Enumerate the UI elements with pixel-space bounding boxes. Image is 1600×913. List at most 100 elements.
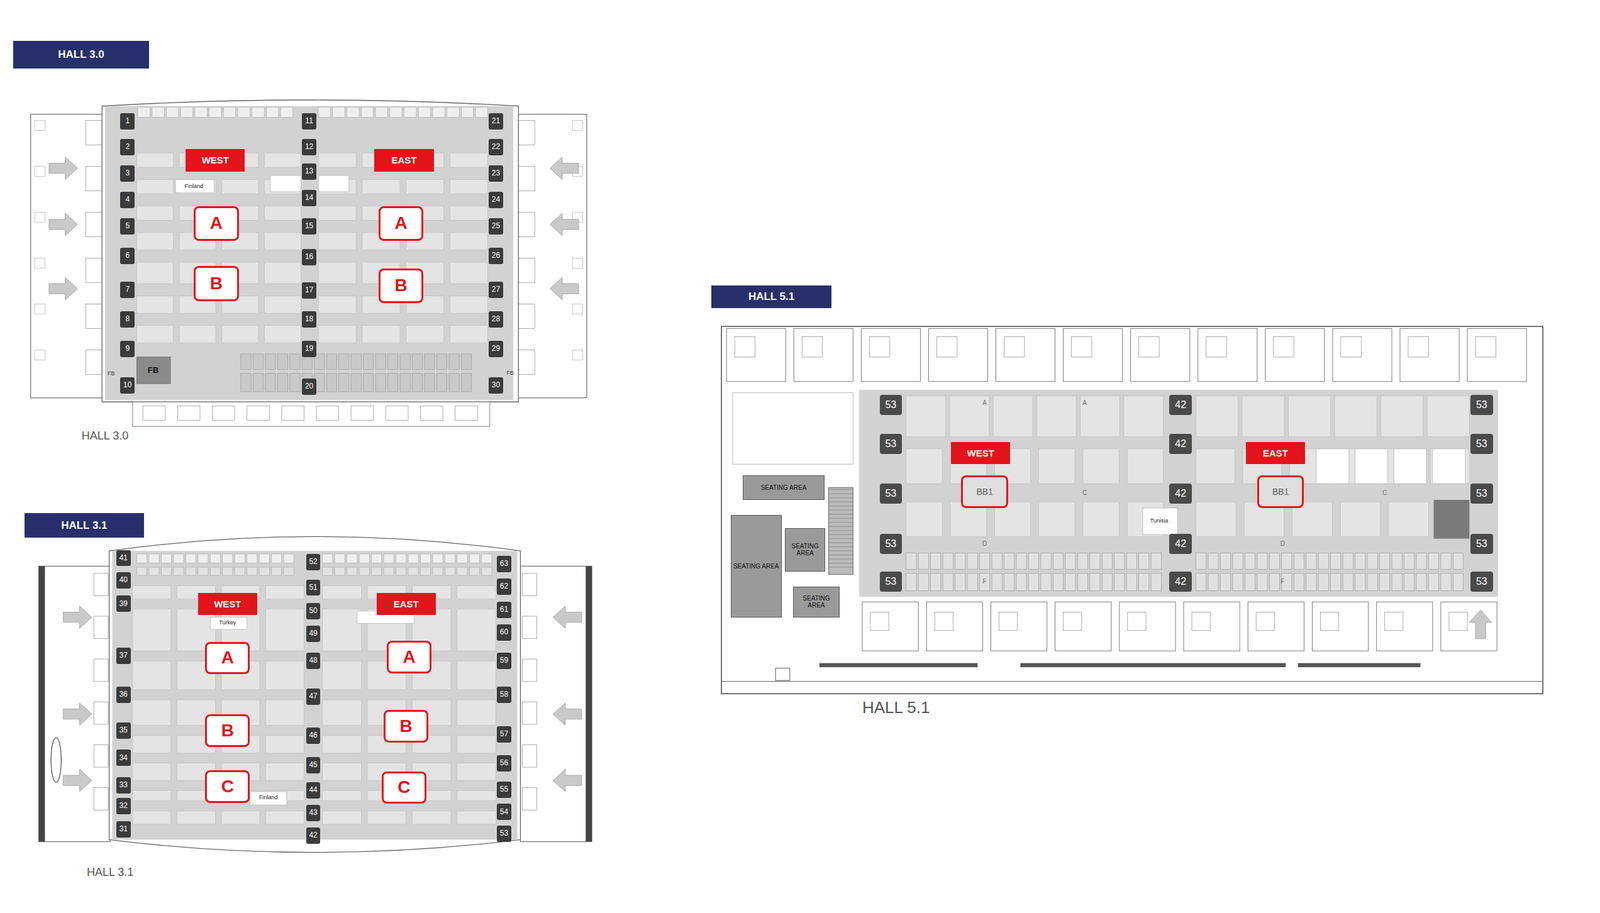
column-label: 53 bbox=[1476, 538, 1488, 550]
stand bbox=[1077, 573, 1088, 592]
stand bbox=[1269, 573, 1280, 592]
hall-floor bbox=[105, 106, 514, 400]
section-marker: A bbox=[386, 640, 432, 674]
service-room bbox=[990, 601, 1047, 651]
seating-label: SEATING AREA bbox=[786, 542, 824, 558]
service-wing bbox=[30, 114, 106, 399]
row-letter: F bbox=[1279, 577, 1286, 585]
service-room bbox=[1376, 601, 1433, 651]
column-number: 53 bbox=[1470, 533, 1494, 555]
column-number: 26 bbox=[488, 247, 504, 265]
column-label: 4 bbox=[125, 195, 130, 205]
service-wing bbox=[38, 566, 111, 842]
stand-block bbox=[450, 296, 489, 314]
pavilion-stand bbox=[1355, 449, 1389, 484]
stand bbox=[247, 567, 258, 576]
stand bbox=[991, 573, 1002, 592]
stand bbox=[979, 573, 990, 592]
service-room bbox=[455, 406, 478, 421]
stand bbox=[1244, 552, 1255, 570]
stand-block bbox=[457, 735, 497, 754]
escalator bbox=[828, 488, 853, 575]
stand-label: FB bbox=[146, 366, 160, 375]
stand bbox=[375, 106, 388, 117]
stand bbox=[334, 567, 345, 576]
zone-name: EAST bbox=[393, 598, 419, 610]
stand bbox=[449, 373, 460, 392]
column-label: 42 bbox=[1174, 538, 1187, 550]
stand bbox=[223, 106, 236, 117]
service-room bbox=[1127, 611, 1146, 631]
stand-block bbox=[318, 206, 356, 221]
pavilion-sign bbox=[1142, 508, 1178, 535]
column-label: 29 bbox=[491, 344, 500, 354]
column-number: 14 bbox=[301, 189, 317, 207]
service-room bbox=[1206, 336, 1227, 357]
stand bbox=[252, 373, 263, 392]
stand-block bbox=[266, 661, 305, 690]
escalator-step bbox=[828, 534, 853, 536]
stand bbox=[185, 554, 196, 564]
column-number: 50 bbox=[306, 603, 321, 620]
stand-block bbox=[1196, 501, 1237, 537]
stand bbox=[389, 106, 402, 117]
service-room bbox=[1119, 601, 1176, 651]
service-room bbox=[928, 328, 988, 382]
stand-block bbox=[266, 700, 305, 726]
column-number: 49 bbox=[306, 625, 321, 643]
escalator-step bbox=[828, 522, 853, 523]
stand bbox=[210, 567, 221, 576]
row-letter: A bbox=[1081, 399, 1089, 407]
service-room bbox=[572, 350, 583, 361]
column-number: 46 bbox=[306, 727, 321, 745]
column-label: 5 bbox=[125, 222, 130, 231]
stand bbox=[449, 354, 460, 370]
stand-block bbox=[457, 585, 497, 599]
service-room bbox=[1138, 336, 1160, 357]
stand bbox=[461, 354, 472, 370]
column-label: 53 bbox=[884, 488, 897, 500]
stand-block bbox=[264, 262, 302, 284]
stand bbox=[271, 554, 282, 564]
stand bbox=[942, 552, 953, 570]
escalator-step bbox=[828, 489, 853, 490]
stand bbox=[388, 373, 399, 392]
section-marker: A bbox=[378, 206, 424, 241]
column-label: 25 bbox=[491, 222, 500, 231]
escalator-step bbox=[828, 518, 853, 519]
stand-block bbox=[264, 296, 302, 314]
stand bbox=[252, 106, 265, 117]
service-room bbox=[572, 303, 583, 314]
column-number: 10 bbox=[120, 377, 135, 394]
column-number: 21 bbox=[488, 113, 504, 130]
column-number: 12 bbox=[301, 138, 317, 156]
service-room bbox=[1198, 328, 1258, 382]
stand bbox=[1440, 552, 1451, 570]
column-number: 23 bbox=[488, 165, 504, 182]
column-label: 33 bbox=[119, 781, 128, 790]
stand-block bbox=[1083, 501, 1119, 537]
column-number: 48 bbox=[306, 652, 321, 670]
stand bbox=[1269, 552, 1280, 570]
service-room bbox=[861, 328, 921, 382]
stand bbox=[411, 354, 423, 370]
zone-name: EAST bbox=[1262, 447, 1289, 459]
stand bbox=[277, 373, 288, 392]
booth-marker: BB1 bbox=[961, 475, 1009, 509]
entrance-arrow bbox=[552, 606, 582, 629]
service-room bbox=[142, 406, 166, 421]
stand bbox=[1232, 552, 1243, 570]
hall-title-bar: HALL 5.1 bbox=[711, 285, 832, 309]
stand bbox=[322, 554, 333, 564]
entrance-arrow bbox=[49, 277, 78, 300]
stand bbox=[1016, 573, 1027, 592]
stand-block bbox=[132, 735, 172, 754]
stand-block bbox=[1038, 501, 1075, 537]
stand bbox=[1065, 552, 1076, 570]
stand bbox=[396, 567, 407, 576]
service-room bbox=[572, 257, 583, 268]
column-label: 46 bbox=[308, 731, 317, 741]
column-label: 53 bbox=[1476, 438, 1488, 450]
seating-area: SEATING AREA bbox=[730, 515, 782, 617]
stand-block bbox=[132, 811, 172, 825]
